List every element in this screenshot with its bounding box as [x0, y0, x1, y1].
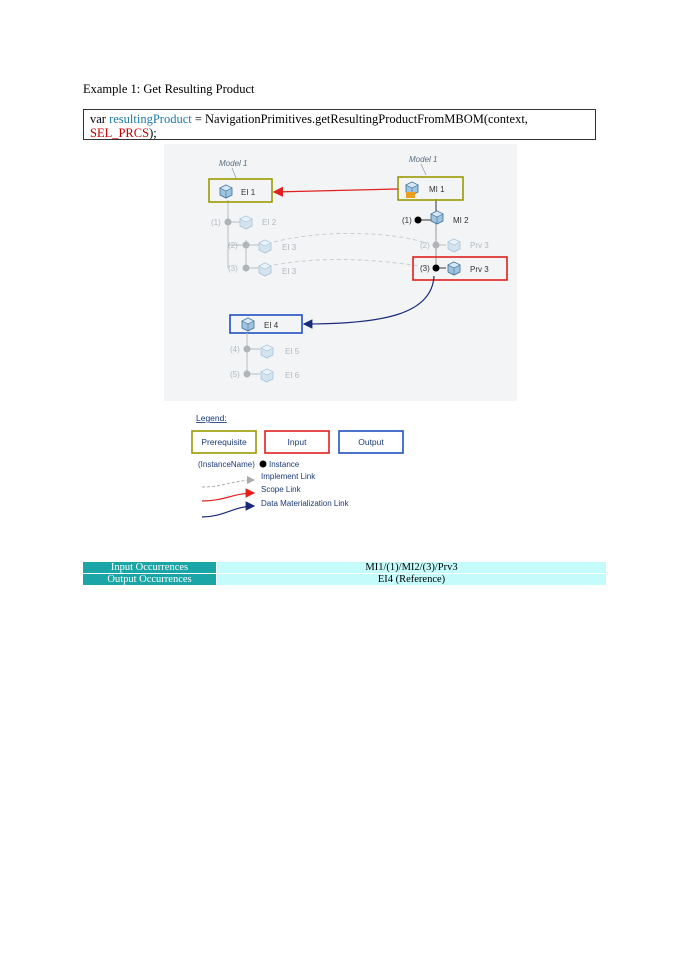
- diagram-svg: Model 1 Model 1 (1) (2) (3) EI 2 EI 3 EI…: [208, 155, 508, 383]
- data-materialization-link: [302, 275, 435, 329]
- instance-dot: [414, 216, 422, 224]
- legend-data-label: Data Materialization Link: [261, 499, 350, 508]
- table-row: Input Occurrences MI1/(1)/MI2/(3)/Prv3: [83, 562, 606, 574]
- assembly-badge: [406, 192, 415, 198]
- instance-dot: [432, 241, 440, 249]
- legend-instance: Instance: [269, 460, 300, 469]
- instance-dot: [224, 218, 232, 226]
- part-icon: [239, 215, 253, 230]
- legend-implement-label: Implement Link: [261, 472, 316, 481]
- part-icon: [260, 344, 274, 359]
- input-occurrences-label: Input Occurrences: [83, 562, 217, 574]
- instance-dot: [243, 345, 251, 353]
- node-mi1: MI 1: [429, 185, 445, 194]
- code-end: );: [149, 126, 157, 140]
- instance-dot: [243, 370, 251, 378]
- implement-link: [273, 258, 427, 268]
- instance-dot: [242, 241, 250, 249]
- legend-output: Output: [358, 437, 384, 447]
- index-label: (3): [228, 264, 238, 273]
- index-label: (2): [228, 241, 238, 250]
- legend-svg: Legend: Prerequisite Input Output (Insta…: [191, 413, 404, 518]
- legend-prerequisite: Prerequisite: [201, 437, 247, 447]
- legend-scope-link: [201, 488, 256, 502]
- legend-instance-name: (InstanceName): [198, 460, 255, 469]
- index-label: (4): [230, 345, 240, 354]
- part-icon: [447, 238, 461, 253]
- legend-data-link: [201, 501, 256, 518]
- part-icon: [430, 210, 444, 225]
- input-box: [412, 256, 508, 281]
- index-label: (5): [230, 370, 240, 379]
- instance-dot: [432, 264, 440, 272]
- index-label: (2): [420, 241, 430, 250]
- legend-instance-dot: [259, 460, 267, 468]
- output-occurrences-value: EI4 (Reference): [216, 573, 606, 586]
- part-icon: [447, 261, 461, 276]
- index-label: (3): [420, 264, 430, 273]
- node-prv3-faded: Prv 3: [470, 241, 489, 250]
- part-icon: [241, 317, 255, 332]
- right-model-label: Model 1: [409, 155, 437, 164]
- node-ei4: EI 4: [264, 321, 279, 330]
- mbom-diagram: Model 1 Model 1 (1) (2) (3) EI 2 EI 3 EI…: [164, 144, 517, 401]
- output-occurrences-label: Output Occurrences: [83, 573, 217, 586]
- node-ei3: EI 3: [282, 243, 297, 252]
- occurrences-table: Input Occurrences MI1/(1)/MI2/(3)/Prv3 O…: [83, 562, 606, 586]
- legend-prerequisite-box: [191, 430, 257, 454]
- node-ei5: EI 5: [285, 347, 300, 356]
- legend-scope-label: Scope Link: [261, 485, 302, 494]
- node-ei1: EI 1: [241, 188, 256, 197]
- implement-link: [273, 232, 427, 244]
- node-ei3: EI 3: [282, 267, 297, 276]
- input-occurrences-value: MI1/(1)/MI2/(3)/Prv3: [216, 562, 606, 574]
- code-variable-name: resultingProduct: [109, 112, 192, 126]
- legend-output-box: [338, 430, 404, 454]
- index-label: (1): [402, 216, 412, 225]
- example-heading: Example 1: Get Resulting Product: [83, 82, 255, 96]
- code-assignment: = NavigationPrimitives.getResultingProdu…: [191, 112, 528, 126]
- legend: Legend: Prerequisite Input Output (Insta…: [164, 404, 424, 524]
- part-icon: [258, 239, 272, 254]
- legend-input-box: [264, 430, 330, 454]
- table-row: Output Occurrences EI4 (Reference): [83, 573, 606, 586]
- legend-input: Input: [288, 437, 308, 447]
- left-model-label: Model 1: [219, 159, 247, 168]
- legend-title: Legend:: [196, 413, 227, 423]
- output-box: [229, 314, 303, 334]
- code-argument: SEL_PRCS: [90, 126, 150, 140]
- part-icon: [219, 184, 233, 199]
- prerequisite-box: [397, 176, 464, 201]
- scope-link: [272, 186, 399, 197]
- code-block: var resultingProduct = NavigationPrimiti…: [83, 109, 596, 140]
- prerequisite-box: [208, 178, 273, 203]
- node-prv3: Prv 3: [470, 265, 489, 274]
- part-icon: [258, 262, 272, 277]
- instance-dot: [242, 264, 250, 272]
- node-mi2: MI 2: [453, 216, 469, 225]
- node-ei6: EI 6: [285, 371, 300, 380]
- part-icon: [260, 368, 274, 383]
- code-var-keyword: var: [90, 112, 110, 126]
- legend-implement-link: [201, 476, 255, 488]
- node-ei2: EI 2: [262, 218, 277, 227]
- index-label: (1): [211, 218, 221, 227]
